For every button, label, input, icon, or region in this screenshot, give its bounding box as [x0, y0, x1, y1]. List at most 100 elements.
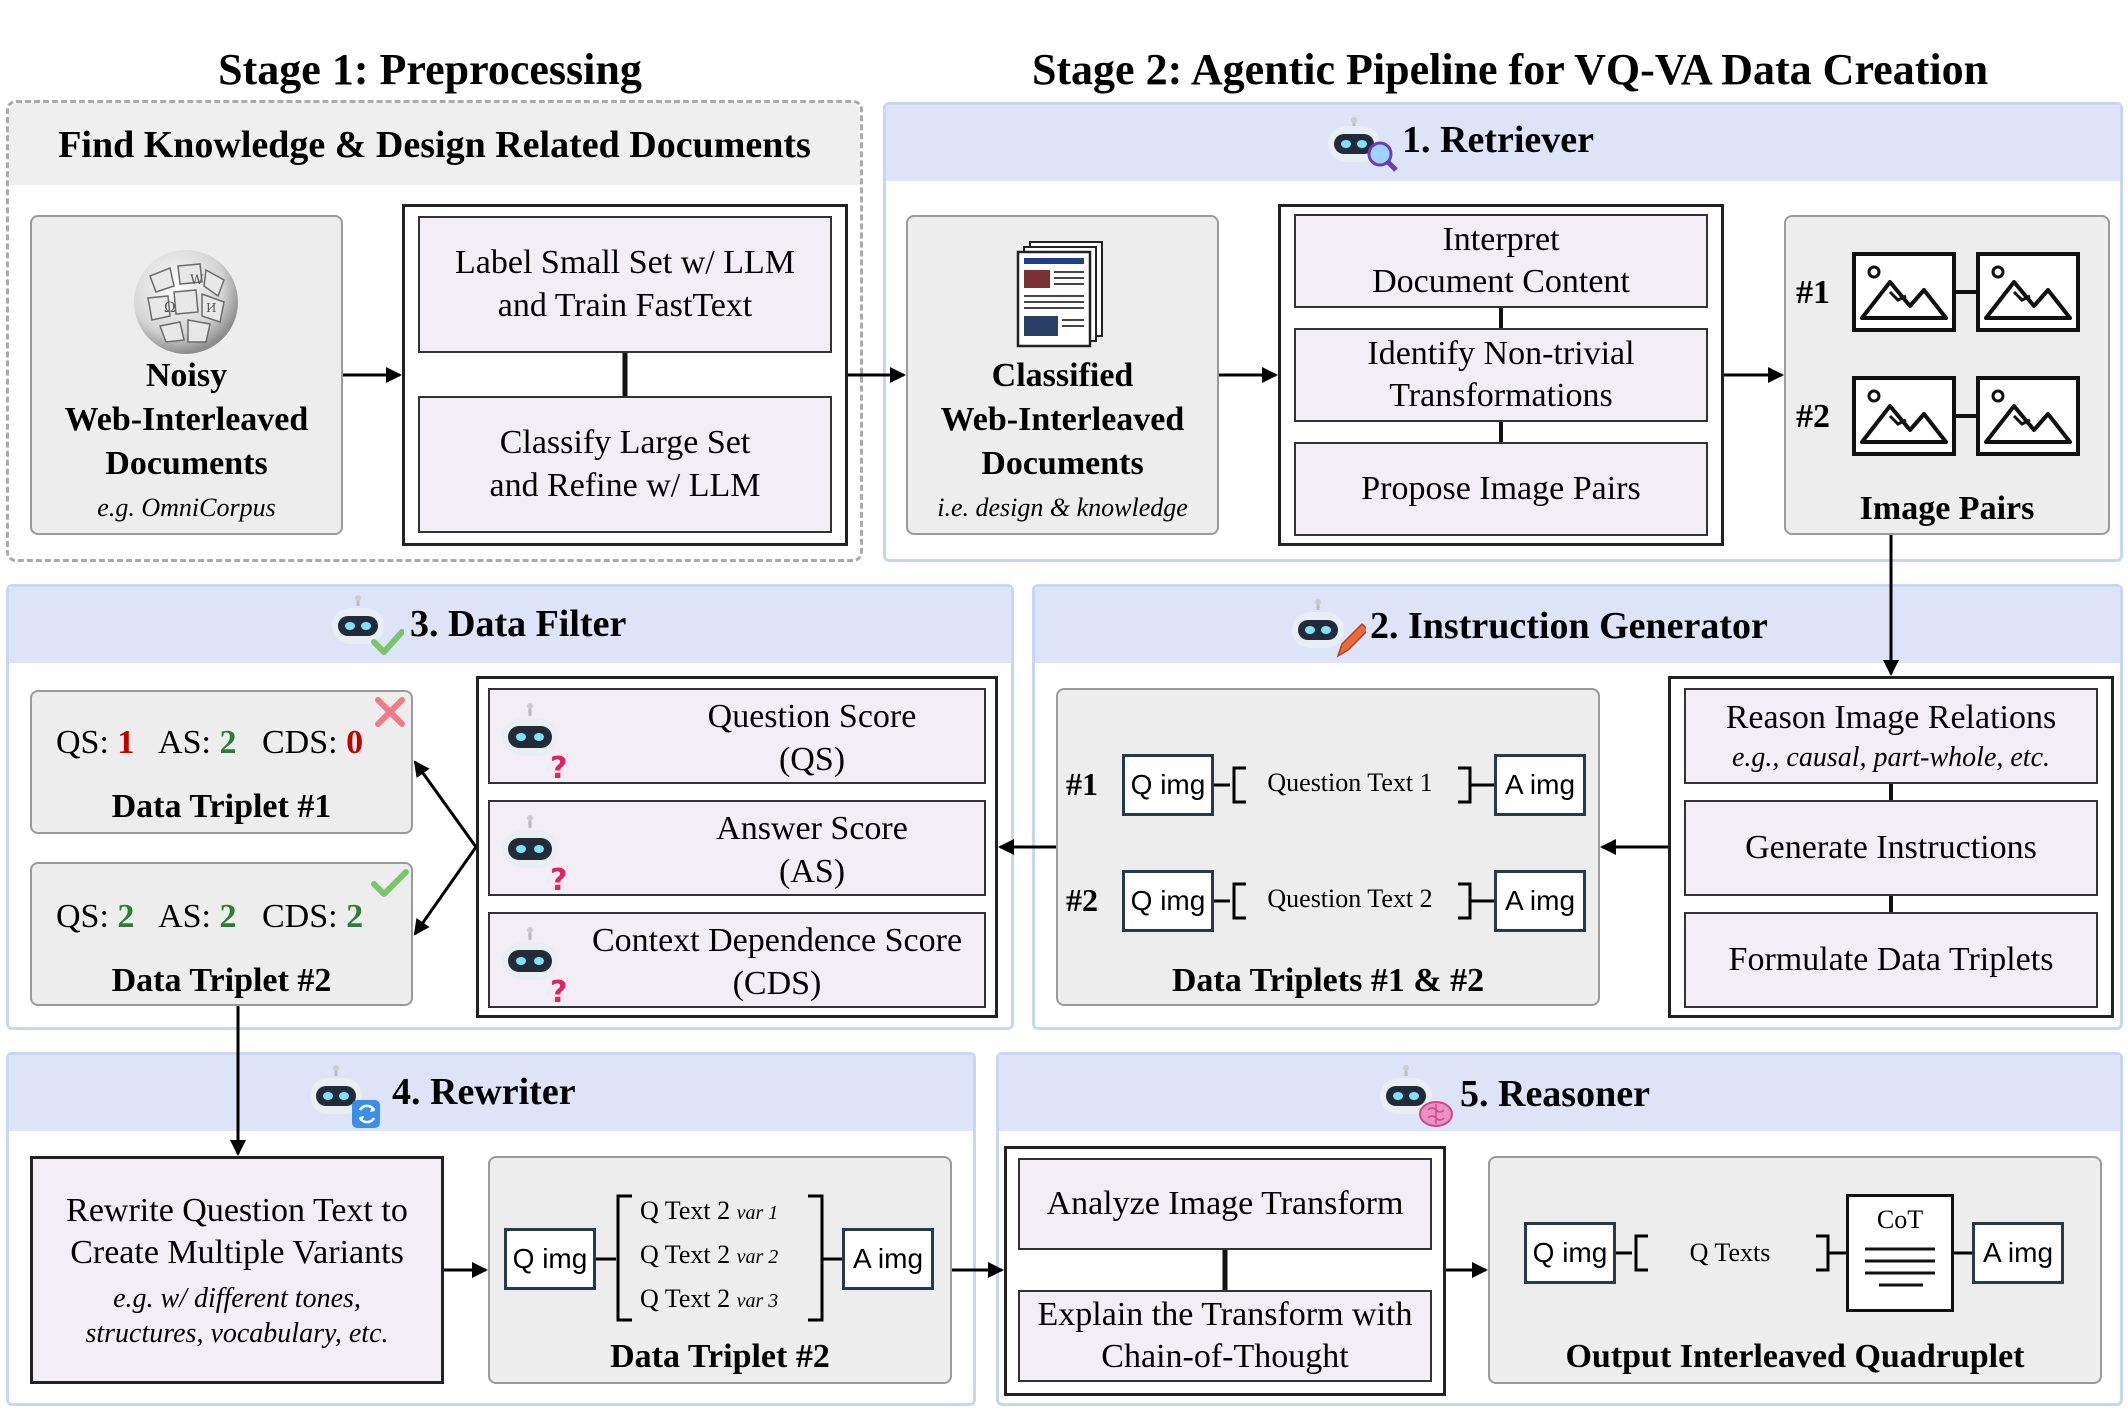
noisy-docs-example: e.g. OmniCorpus — [97, 493, 276, 522]
t1-as-label: AS: — [158, 724, 211, 761]
preprocess-step2-l1: Classify Large Set — [499, 424, 751, 461]
image-pair-2 — [1852, 376, 2080, 456]
image-icon — [1852, 252, 1956, 332]
t2-cds-label: CDS: — [261, 898, 338, 935]
instruction-step-generate: Generate Instructions — [1684, 800, 2098, 896]
variant-2-var: var 2 — [736, 1246, 779, 1268]
t2-as-label: AS: — [158, 898, 211, 935]
score-cds: Context Dependence Score (CDS) — [488, 912, 986, 1008]
svg-text:?: ? — [550, 751, 567, 780]
rewriter-variant-3: Q Text 2 var 3 — [640, 1284, 778, 1314]
score-qs: Question Score (QS) — [488, 688, 986, 784]
t2-as-value: 2 — [219, 898, 237, 935]
score-qs-l2: (QS) — [778, 740, 846, 778]
preprocess-header: Find Knowledge & Design Related Document… — [58, 124, 811, 166]
svg-text:?: ? — [550, 863, 567, 892]
output-a-img: A img — [1972, 1222, 2064, 1284]
triplet-row1-num: #1 — [1066, 766, 1098, 802]
stage1-title: Stage 1: Preprocessing — [218, 45, 642, 94]
rewriter-variant-1: Q Text 2 var 1 — [640, 1196, 778, 1226]
retriever-step1-l2: Document Content — [1372, 263, 1630, 300]
rewriter-l2: Create Multiple Variants — [70, 1234, 404, 1271]
retriever-step2-l1: Identify Non-trivial — [1367, 334, 1635, 372]
reasoner-step-explain: Explain the Transform with Chain-of-Thou… — [1018, 1290, 1432, 1382]
classified-docs-l2: Web-Interleaved — [940, 401, 1185, 438]
filter-triplet-2 — [30, 862, 413, 1006]
t2-qs-label: QS: — [56, 898, 109, 935]
triplet-row2-num: #2 — [1066, 882, 1098, 918]
output-q-img: Q img — [1524, 1222, 1616, 1284]
variant-1-var: var 1 — [736, 1202, 779, 1224]
preprocess-step2-l2: and Refine w/ LLM — [489, 466, 761, 504]
triplet-row1-question: Question Text 1 — [1267, 768, 1433, 797]
variant-3-var: var 3 — [736, 1290, 779, 1312]
retriever-step2-l2: Transformations — [1389, 377, 1613, 414]
svg-text:?: ? — [550, 975, 567, 1004]
classified-docs-example: i.e. design & knowledge — [937, 493, 1188, 522]
score-cds-l2: (CDS) — [732, 964, 822, 1002]
reasoner-step1: Analyze Image Transform — [1046, 1184, 1404, 1222]
score-as-l2: (AS) — [778, 852, 846, 890]
retriever-title: 1. Retriever — [1402, 119, 1594, 161]
classified-docs-l3: Documents — [981, 445, 1144, 482]
robot-question-icon: ? — [494, 700, 574, 786]
filter-title: 3. Data Filter — [410, 603, 627, 645]
t2-cds-value: 2 — [346, 898, 364, 935]
svg-text:W: W — [190, 273, 204, 288]
reasoner-step-analyze: Analyze Image Transform — [1018, 1158, 1432, 1250]
instruction-step1-l2: e.g., causal, part-whole, etc. — [1731, 741, 2051, 773]
rewriter-l3: e.g. w/ different tones, — [113, 1282, 361, 1314]
preprocess-step-classify-refine: Classify Large Set and Refine w/ LLM — [418, 396, 832, 533]
rewriter-instruction: Rewrite Question Text to Create Multiple… — [30, 1156, 444, 1384]
accept-check-icon — [370, 866, 410, 900]
retriever-step-interpret: Interpret Document Content — [1294, 214, 1708, 308]
triplet-row1-a-img: A img — [1494, 754, 1586, 816]
instruction-step-formulate: Formulate Data Triplets — [1684, 912, 2098, 1008]
classified-docs-l1: Classified — [991, 357, 1134, 394]
reasoner-title: 5. Reasoner — [1460, 1073, 1650, 1115]
stage2-title: Stage 2: Agentic Pipeline for VQ-VA Data… — [1031, 45, 1989, 94]
noisy-docs-l1: Noisy — [145, 357, 228, 394]
noisy-docs-l3: Documents — [105, 445, 268, 482]
pair-num-1: #1 — [1796, 274, 1830, 311]
instruction-triplets-box — [1056, 688, 1600, 1006]
triplet-row2-question: Question Text 2 — [1267, 884, 1433, 913]
filter-t2-scores: QS: 2 AS: 2 CDS: 2 — [56, 898, 363, 936]
instruction-triplets-label: Data Triplets #1 & #2 — [1171, 962, 1485, 999]
variant-1-text: Q Text 2 — [640, 1196, 731, 1225]
retriever-step1-l1: Interpret — [1442, 220, 1560, 258]
instruction-title: 2. Instruction Generator — [1370, 605, 1768, 647]
t2-qs-value: 2 — [117, 898, 135, 935]
t1-as-value: 2 — [219, 724, 237, 761]
output-quadruplet-label: Output Interleaved Quadruplet — [1565, 1338, 2025, 1375]
rewriter-title: 4. Rewriter — [392, 1071, 576, 1113]
document-stack-icon — [1012, 240, 1112, 350]
robot-check-icon — [322, 594, 405, 660]
preprocess-step-label-train: Label Small Set w/ LLM and Train FastTex… — [418, 216, 832, 353]
rewriter-l1: Rewrite Question Text to — [66, 1191, 408, 1229]
filter-triplet-1 — [30, 690, 413, 834]
robot-refresh-icon — [300, 1064, 386, 1130]
reasoner-step2-l2: Chain-of-Thought — [1101, 1338, 1349, 1375]
rewriter-a-img: A img — [842, 1228, 934, 1290]
triplet-row2-a-img: A img — [1494, 870, 1586, 932]
t1-cds-value: 0 — [346, 724, 364, 761]
rewriter-triplet-label: Data Triplet #2 — [610, 1338, 830, 1375]
variant-2-text: Q Text 2 — [640, 1240, 731, 1269]
retriever-step-identify: Identify Non-trivial Transformations — [1294, 328, 1708, 422]
output-q-texts: Q Texts — [1689, 1238, 1771, 1267]
t1-qs-value: 1 — [117, 724, 135, 761]
score-cds-l1: Context Dependence Score — [591, 922, 963, 959]
rewriter-q-img: Q img — [504, 1228, 596, 1290]
filter-t1-label: Data Triplet #1 — [111, 788, 332, 825]
filter-t1-scores: QS: 1 AS: 2 CDS: 0 — [56, 724, 363, 762]
reasoner-step2-l1: Explain the Transform with — [1037, 1295, 1413, 1333]
instruction-step3: Formulate Data Triplets — [1728, 940, 2054, 978]
retriever-step-propose: Propose Image Pairs — [1294, 442, 1708, 536]
robot-pencil-icon — [1282, 598, 1370, 660]
score-as-l1: Answer Score — [716, 810, 908, 847]
filter-t2-label: Data Triplet #2 — [111, 962, 332, 999]
cot-document-icon: CoT — [1846, 1194, 1954, 1312]
cot-label: CoT — [1876, 1205, 1924, 1234]
rewriter-l4: structures, vocabulary, etc. — [85, 1317, 389, 1349]
